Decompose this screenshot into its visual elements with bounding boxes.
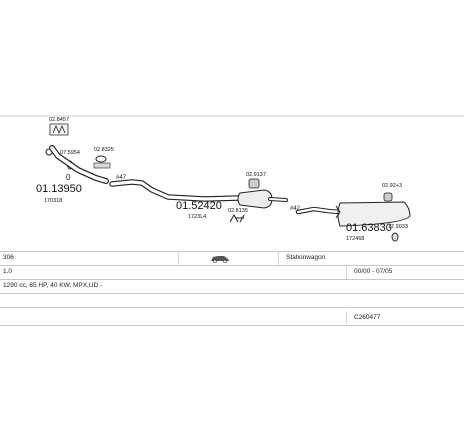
model-cell: 306 xyxy=(3,254,14,261)
front-pipe-part: 01.13950 170318 xyxy=(36,145,109,204)
front-pipe-oem-number: 170318 xyxy=(44,198,62,204)
mid-silencer-part: 01.52420 1723L4 xyxy=(109,179,288,220)
car-icon xyxy=(211,256,229,263)
column-divider xyxy=(278,251,279,265)
table-row-empty xyxy=(0,293,464,307)
mid-silencer-number: 01.52420 xyxy=(176,200,222,212)
clamp-top-number: 02.8457 xyxy=(49,117,69,123)
table-row-model: 306 Stationwagon xyxy=(0,251,464,265)
front-pipe-number: 01.13950 xyxy=(36,183,82,195)
rear-silencer-part: 01.63830 172468 xyxy=(295,201,411,242)
spec-cell: 1290 cc, 65 HP, 40 KW, MPX,UD - xyxy=(3,282,103,289)
table-top-border xyxy=(0,251,464,252)
bolt-kit-part: 02.8325 xyxy=(93,147,114,169)
clamp-top-part: 02.8457 xyxy=(49,117,69,136)
table-bottom-border xyxy=(0,325,464,326)
engine-cell: 1.0 xyxy=(3,268,13,275)
code-cell: C260477 xyxy=(354,314,381,321)
column-divider xyxy=(346,265,347,279)
column-divider xyxy=(178,251,179,265)
table-divider xyxy=(0,265,464,266)
rear-clamp-part: 17.9033 xyxy=(388,224,408,242)
gasket-ring-number: 0 xyxy=(66,173,71,182)
column-divider xyxy=(346,311,347,325)
rear-silencer-number: 01.63830 xyxy=(346,222,392,234)
table-divider xyxy=(0,279,464,280)
table-row-engine: 1.0 00/00 - 07/05 xyxy=(0,265,464,279)
bolt-kit-number: 02.8325 xyxy=(94,147,114,153)
rear-silencer-oem-number: 172468 xyxy=(346,236,364,242)
rear-mount-number: 02.92+3 xyxy=(382,183,402,189)
table-row-spec: 1290 cc, 65 HP, 40 KW, MPX,UD - xyxy=(0,279,464,293)
joint-47-label: #47 xyxy=(116,175,127,181)
gasket-front-number: 07.5954 xyxy=(60,150,80,156)
table-row-code: C260477 xyxy=(0,311,464,325)
clamp-mid-part: 02.8135 xyxy=(228,208,248,223)
table-divider xyxy=(0,293,464,294)
rubber-mount-1-part: 02.9137 xyxy=(246,172,266,189)
rear-mount-part: 02.92+3 xyxy=(382,183,402,202)
mid-silencer-oem-number: 1723L4 xyxy=(188,214,206,220)
body-type-cell: Stationwagon xyxy=(286,254,326,261)
rear-clamp-number: 17.9033 xyxy=(388,224,408,230)
years-cell: 00/00 - 07/05 xyxy=(354,268,393,275)
joint-42-label: #42 xyxy=(290,206,301,212)
clamp-mid-number: 02.8135 xyxy=(228,208,248,214)
table-divider xyxy=(0,307,464,308)
rubber-mount-1-number: 02.9137 xyxy=(246,172,266,178)
